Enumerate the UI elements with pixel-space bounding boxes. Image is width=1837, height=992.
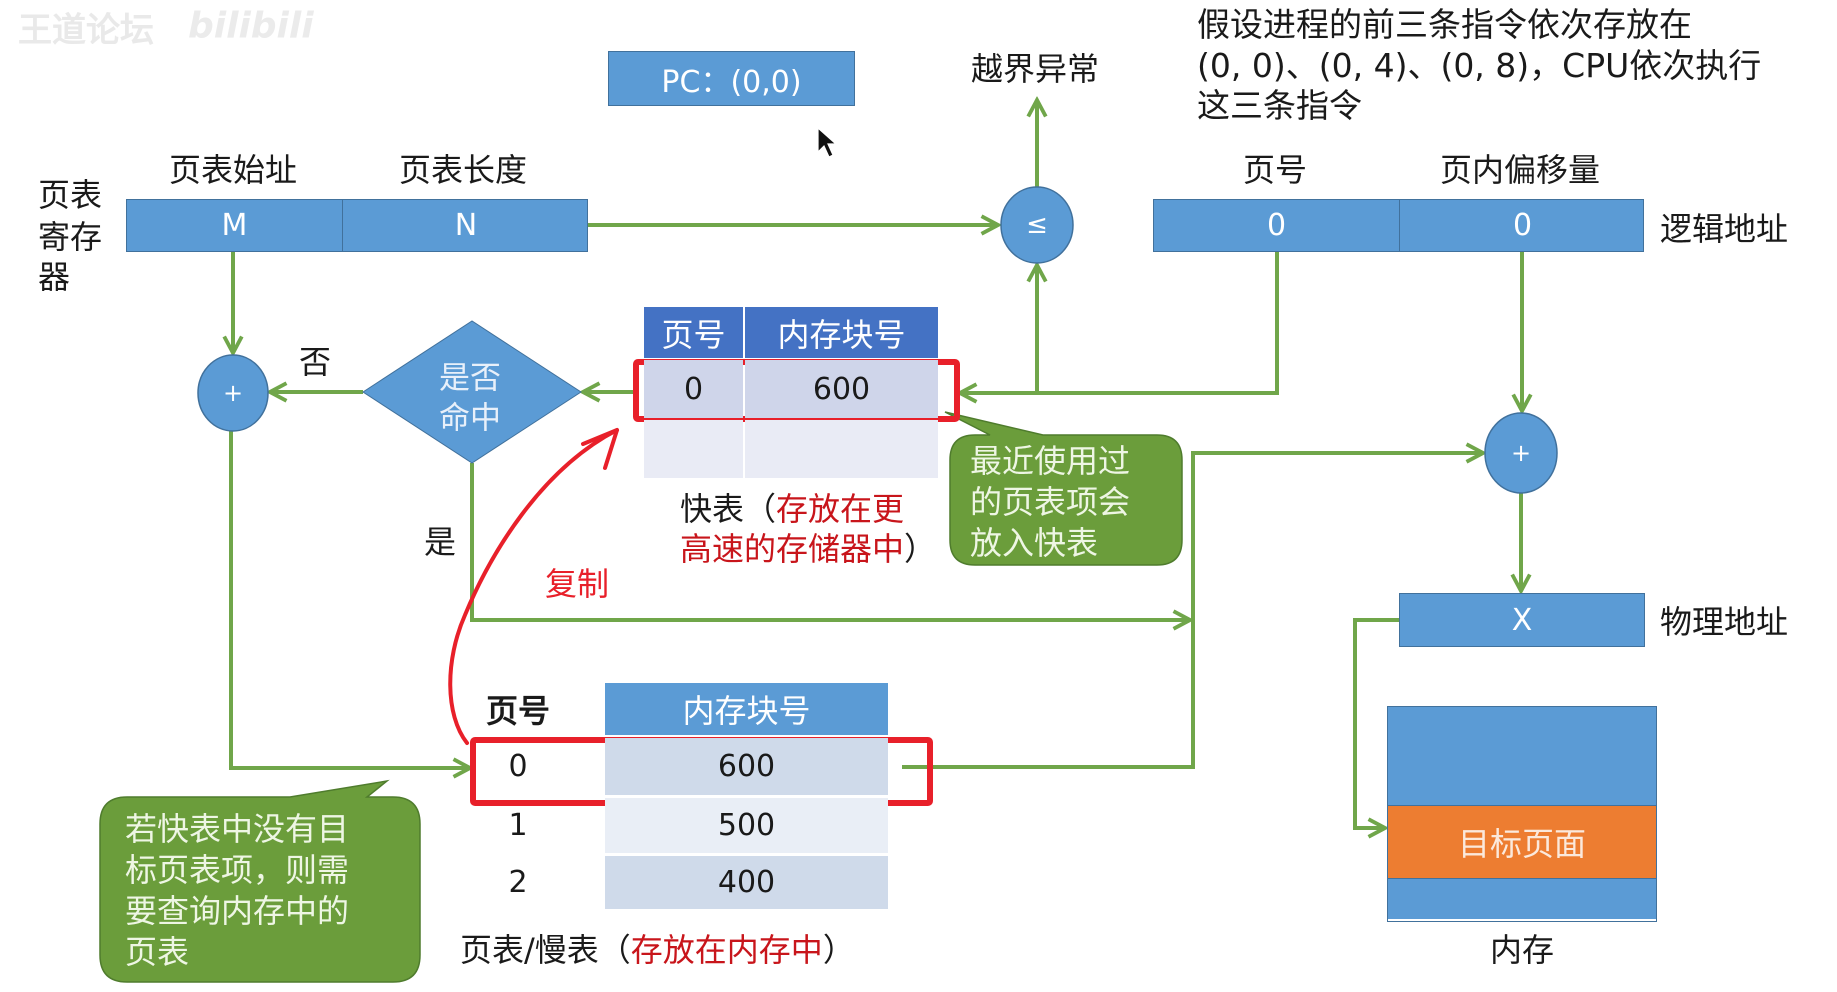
mouse-cursor-icon	[817, 126, 838, 158]
page-table-base-value: M	[127, 200, 343, 251]
miss-callout-bubble	[99, 779, 421, 983]
page-offset-label: 页内偏移量	[1439, 151, 1601, 189]
page-table-base-label: 页表始址	[168, 151, 298, 189]
memory-block: 目标页面	[1387, 706, 1657, 922]
physical-address-label: 物理地址	[1660, 603, 1789, 641]
page-table-caption-suffix: ）	[822, 931, 855, 969]
tlb-header-page: 页号	[644, 307, 743, 358]
page-table-register-title-3: 器	[38, 258, 71, 296]
logical-address-label: 逻辑地址	[1660, 210, 1789, 248]
page-table-caption: 页表/慢表（存放在内存中）	[460, 925, 855, 971]
physical-address-box: X	[1399, 593, 1645, 647]
arrow-frame-to-right-adder	[902, 453, 1483, 769]
right-adder-node	[1484, 412, 1558, 494]
page-table-length-label: 页表长度	[398, 151, 528, 189]
tlb-caption-suffix: ）	[904, 530, 937, 568]
watermark-text: 王道论坛	[18, 10, 154, 51]
logical-address-box: 0 0	[1153, 199, 1644, 252]
page-table-row-0-frame: 600	[605, 738, 888, 795]
page-table-row-1-page: 1	[508, 808, 528, 843]
decision-no-label: 否	[298, 343, 332, 381]
left-adder-node	[197, 354, 269, 432]
tlb-row-1-page: 0	[644, 360, 743, 418]
page-table: 页号 内存块号 0 600 1 500 2 400	[450, 683, 888, 909]
tlb-caption-highlight-2: 高速的存储器中	[680, 530, 905, 568]
bilibili-logo-icon: bilibili	[188, 5, 314, 47]
tlb-row-2-page	[644, 420, 743, 478]
pc-register-label: PC：(0,0)	[661, 64, 802, 100]
physical-address-value: X	[1511, 602, 1533, 638]
instruction-note-line-1: 假设进程的前三条指令依次存放在	[1197, 5, 1692, 44]
tlb-table: 页号 内存块号 0 600	[644, 307, 938, 478]
miss-callout-line-3: 要查询内存中的	[125, 892, 350, 930]
pc-register-box: PC：(0,0)	[608, 51, 855, 106]
memory-caption: 内存	[1489, 931, 1555, 969]
decision-text-line-1: 是否	[439, 360, 501, 397]
tlb-callout-line-2: 的页表项会	[970, 483, 1131, 521]
page-number-value: 0	[1154, 200, 1400, 251]
copy-annotation-label: 复制	[544, 565, 610, 603]
page-table-register-box: M N	[126, 199, 588, 252]
comparator-node	[1000, 186, 1074, 264]
arrow-left-adder-to-page-table	[229, 431, 470, 768]
tlb-row-1-frame: 600	[745, 360, 938, 418]
page-table-register-title-1: 页表	[38, 176, 103, 214]
tlb-row-2-frame	[745, 420, 938, 478]
page-table-row-2-frame: 400	[605, 856, 888, 909]
page-offset-value: 0	[1512, 208, 1533, 243]
page-number-label: 页号	[1242, 151, 1308, 189]
tlb-caption-line-1: 快表（存放在更	[680, 484, 904, 530]
target-page-label: 目标页面	[1457, 825, 1586, 863]
page-table-caption-highlight: 存放在内存中	[630, 931, 823, 969]
target-page-region: 目标页面	[1388, 806, 1656, 879]
miss-callout-line-1: 若快表中没有目	[125, 810, 350, 848]
arrow-physical-to-memory	[1353, 618, 1399, 828]
decision-text-line-2: 命中	[439, 400, 501, 437]
tlb-caption-line-2: 高速的存储器中）	[680, 524, 936, 570]
miss-callout-line-2: 标页表项，则需	[125, 851, 350, 889]
memory-region-lower	[1388, 879, 1656, 919]
hit-decision-diamond	[362, 320, 582, 464]
tlb-callout-bubble	[944, 411, 1183, 566]
tlb-callout-line-1: 最近使用过	[970, 442, 1131, 480]
right-adder-symbol: +	[1510, 439, 1532, 467]
tlb-caption-highlight-1: 存放在更	[776, 490, 905, 528]
page-table-header-frame: 内存块号	[605, 683, 888, 735]
arrow-hit-to-frame-bus	[470, 463, 1190, 620]
page-table-row-0-page: 0	[508, 749, 528, 784]
memory-region-upper	[1388, 707, 1656, 806]
decision-yes-label: 是	[423, 523, 457, 561]
miss-callout-line-4: 页表	[125, 933, 190, 971]
copy-arrowhead-icon	[581, 428, 619, 470]
miss-callout-text: 若快表中没有目 标页表项，则需 要查询内存中的 页表	[125, 809, 349, 973]
page-table-register-title-2: 寄存	[38, 218, 103, 256]
copy-curve-arrow	[448, 428, 619, 745]
page-table-row-1-frame: 500	[605, 798, 888, 853]
tlb-callout-line-3: 放入快表	[970, 524, 1099, 562]
page-table-header-page: 页号	[485, 692, 550, 730]
page-table-row-2-page: 2	[508, 865, 528, 900]
page-table-caption-prefix: 页表/慢表（	[460, 931, 631, 969]
page-table-length-value: N	[454, 208, 478, 243]
instruction-note-line-3: 这三条指令	[1197, 86, 1362, 125]
tlb-callout-text: 最近使用过 的页表项会 放入快表	[970, 441, 1130, 564]
left-adder-symbol: +	[222, 379, 244, 407]
bounds-exception-label: 越界异常	[970, 50, 1100, 88]
arrow-page-number-to-tlb	[960, 252, 1279, 393]
tlb-header-frame: 内存块号	[745, 307, 938, 358]
instruction-note-line-2: (0, 0)、(0, 4)、(0, 8)，CPU依次执行	[1197, 46, 1762, 85]
comparator-symbol: ≤	[1026, 210, 1048, 240]
tlb-caption-prefix: 快表（	[680, 490, 777, 528]
